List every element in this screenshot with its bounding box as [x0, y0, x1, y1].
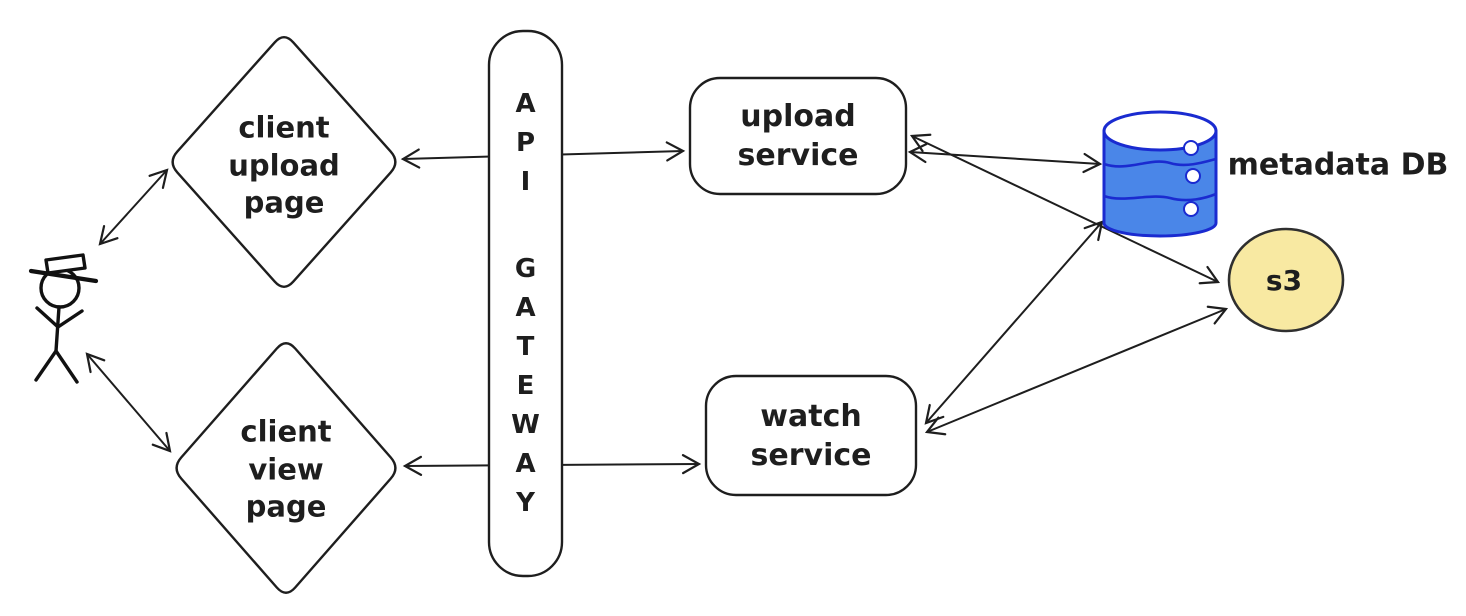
database-top-rim: [1102, 110, 1218, 152]
edge-metadatadb-watchservice: [924, 220, 1104, 425]
gateway-letter: G: [514, 254, 537, 284]
gateway-letter: A: [515, 293, 536, 323]
gateway-letter: E: [516, 371, 535, 401]
node-api-gateway: [487, 29, 564, 578]
gateway-letter: A: [515, 89, 536, 119]
edge-uploadservice-metadatadb: [907, 142, 1103, 174]
gateway-letter: Y: [516, 488, 535, 518]
node-client-upload-page: [171, 36, 397, 288]
node-upload-service: [688, 76, 908, 196]
person-legs: [34, 349, 79, 384]
node-client-view-page: [175, 342, 397, 594]
person-arms: [35, 306, 84, 329]
database-dot-2: [1185, 168, 1201, 184]
edge-s3-watchservice: [924, 305, 1229, 436]
gateway-letter: I: [520, 167, 531, 197]
edge-actor-upload-page: [98, 168, 169, 246]
api-gateway-label: A P I G A T E W A Y: [489, 31, 562, 576]
database-divider-1: [1102, 157, 1218, 168]
gateway-letter: A: [515, 449, 536, 479]
database-dot-3: [1183, 201, 1199, 217]
edge-uploadservice-s3: [909, 133, 1221, 285]
database-divider-2: [1102, 192, 1218, 202]
person-hat-crown: [44, 253, 87, 275]
gateway-letter: T: [516, 332, 535, 362]
edge-actor-view-page: [85, 352, 172, 453]
gateway-letter: P: [515, 128, 536, 158]
node-watch-service: [704, 374, 918, 497]
person-icon: [28, 253, 99, 384]
database-icon: [1102, 110, 1218, 238]
gateway-letter: W: [511, 410, 540, 440]
person-hat-brim: [28, 268, 99, 284]
database-dot-1: [1183, 140, 1199, 156]
person-body: [54, 305, 61, 353]
node-s3: [1227, 227, 1345, 333]
